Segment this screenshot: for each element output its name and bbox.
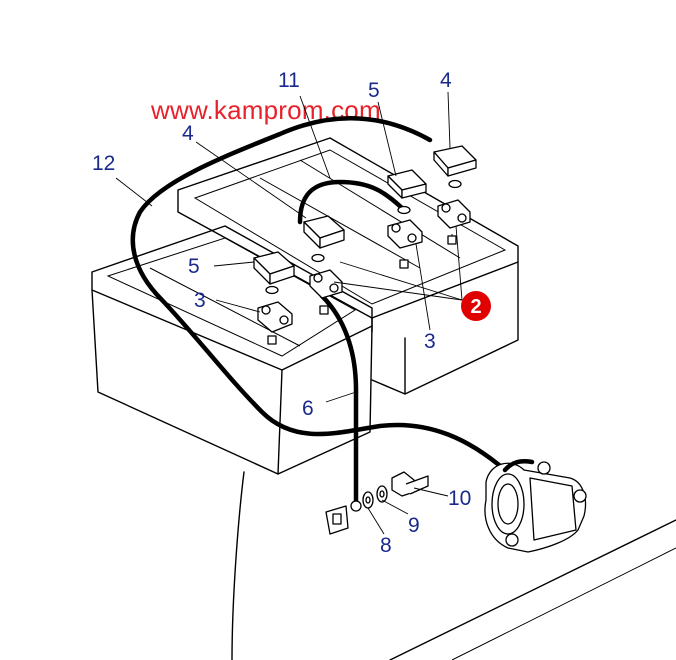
terminal-cap-4-top bbox=[433, 145, 477, 189]
frame-edge-inner bbox=[451, 547, 676, 660]
callout-5-left: 5 bbox=[188, 255, 200, 278]
clamp-terminal-right bbox=[437, 199, 471, 245]
callout-3-right: 3 bbox=[424, 330, 436, 353]
leader-lines bbox=[115, 91, 463, 535]
clamp-terminal-mid bbox=[309, 269, 343, 315]
washer-8 bbox=[362, 491, 374, 509]
frame-edge bbox=[389, 519, 676, 660]
terminal-cap-4-mid bbox=[303, 215, 345, 263]
callout-4-mid: 4 bbox=[182, 122, 194, 145]
callout-11: 11 bbox=[278, 69, 300, 92]
bolt-10 bbox=[391, 471, 429, 497]
cable-6 bbox=[319, 293, 359, 505]
battery-relay bbox=[484, 459, 587, 553]
callout-6: 6 bbox=[302, 397, 314, 420]
lock-washer-9 bbox=[376, 485, 388, 503]
frame-line bbox=[231, 471, 245, 660]
battery-right bbox=[177, 137, 519, 395]
terminal-cap-5-left bbox=[253, 251, 295, 295]
callout-4-top: 4 bbox=[440, 69, 452, 92]
callout-2-highlight[interactable]: 2 bbox=[461, 291, 491, 321]
highlight-badge bbox=[461, 291, 491, 321]
callout-8: 8 bbox=[380, 534, 392, 557]
callout-3-left: 3 bbox=[194, 289, 206, 312]
cable-11 bbox=[297, 179, 405, 225]
cable-lug bbox=[325, 500, 362, 535]
clamp-terminal-left bbox=[257, 301, 293, 345]
callout-12: 12 bbox=[92, 152, 115, 175]
terminal-cap-5-top bbox=[387, 169, 427, 215]
cable-12 bbox=[130, 115, 508, 473]
battery-left bbox=[91, 225, 373, 475]
callout-5-top: 5 bbox=[368, 79, 380, 102]
clamp-terminal-center bbox=[387, 219, 423, 269]
callout-2: 2 bbox=[470, 296, 481, 318]
callout-9: 9 bbox=[408, 514, 420, 537]
callout-10: 10 bbox=[448, 487, 471, 510]
